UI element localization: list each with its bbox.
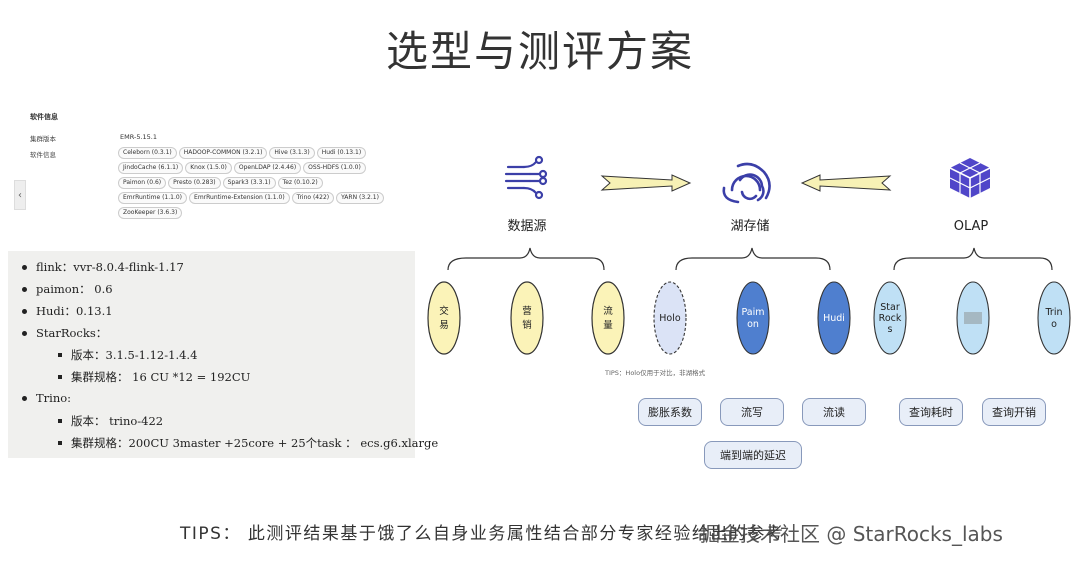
software-tag: Presto (0.283): [168, 177, 221, 189]
list-item: paimon： 0.6: [22, 281, 113, 297]
architecture-diagram: 数据源 湖存储 OLAP 交易 营销 流量: [427, 155, 1071, 355]
software-tag: EmrRuntime (1.1.0): [118, 192, 188, 204]
software-tag: YARN (3.2.1): [336, 192, 384, 204]
source-brace: [447, 247, 605, 271]
software-tag: OSS-HDFS (1.0.0): [303, 162, 366, 174]
list-item: 集群规格： 16 CU *12 = 192CU: [58, 369, 250, 385]
bullet-icon: [22, 264, 27, 270]
bullet-icon: [58, 353, 62, 357]
software-tag: Celeborn (0.3.1): [118, 147, 177, 159]
starrocks-heading: StarRocks：: [36, 326, 108, 340]
version-list-panel: flink：vvr-8.0.4-flink-1.17 paimon： 0.6 H…: [8, 251, 438, 458]
software-tag: Tez (0.10.2): [277, 177, 323, 189]
bullet-icon: [58, 441, 62, 445]
software-tag: HADOOP-COMMON (3.2.1): [178, 147, 268, 159]
lake-node-label: Hudi: [823, 313, 845, 324]
bullet-icon: [58, 375, 62, 379]
cluster-version-label: 集群版本: [30, 135, 56, 143]
bullet-icon: [22, 330, 27, 336]
source-node-traffic: 流量: [591, 281, 625, 355]
list-item: Hudi：0.13.1: [22, 303, 113, 319]
software-tag-list: Celeborn (0.3.1)HADOOP-COMMON (3.2.1)Hiv…: [118, 147, 386, 222]
metric-query-latency: 查询耗时: [899, 398, 963, 426]
source-node-label: 交易: [439, 305, 449, 331]
lake-node-label: Holo: [659, 313, 681, 324]
software-tag: Trino (422): [291, 192, 335, 204]
metric-end-to-end-latency: 端到端的延迟: [704, 441, 802, 469]
cluster-version-value: EMR-5.15.1: [120, 133, 157, 141]
software-label: 软件信息: [30, 151, 56, 159]
metric-expansion-ratio: 膨胀系数: [638, 398, 702, 426]
redacted-label-block: [964, 312, 982, 324]
watermark: 掘金技术社区 @ StarRocks_labs: [700, 522, 1003, 546]
software-info-heading: 软件信息: [30, 113, 58, 121]
source-node-label: 营销: [522, 305, 532, 331]
software-tag: JindoCache (6.1.1): [118, 162, 184, 174]
software-tag: Hudi (0.13.1): [316, 147, 367, 159]
page-title: 选型与测评方案: [385, 27, 694, 76]
bullet-icon: [22, 286, 27, 292]
source-node-label: 流量: [603, 305, 613, 331]
software-tag: Knox (1.5.0): [185, 162, 232, 174]
bottom-tips: TIPS： 此测评结果基于饿了么自身业务属性结合部分专家经验给出的参考: [180, 524, 785, 544]
list-item: flink：vvr-8.0.4-flink-1.17: [22, 259, 184, 275]
source-node-marketing: 营销: [510, 281, 544, 355]
starrocks-spec: 集群规格： 16 CU *12 = 192CU: [71, 370, 251, 384]
lake-brace: [675, 247, 831, 271]
metric-stream-write: 流写: [720, 398, 784, 426]
olap-brace: [893, 247, 1053, 271]
list-item: Trino:: [22, 391, 71, 405]
holo-tips: TIPS：Holo仅用于对比，非湖格式: [605, 369, 706, 377]
olap-node-redacted: [956, 281, 990, 355]
arrow-right-icon: [600, 174, 692, 192]
metric-query-cost: 查询开销: [982, 398, 1046, 426]
list-item: 集群规格：200CU 3master +25core + 25个task ： e…: [58, 435, 438, 451]
software-tag: Hive (3.1.3): [269, 147, 315, 159]
bullet-icon: [22, 395, 27, 401]
olap-header: OLAP: [954, 219, 989, 234]
hudi-version: Hudi：0.13.1: [36, 304, 113, 318]
software-tag: ZooKeeper (3.6.3): [118, 207, 183, 219]
metric-stream-read: 流读: [802, 398, 866, 426]
flink-version: flink：vvr-8.0.4-flink-1.17: [36, 260, 184, 274]
list-item: 版本：3.1.5-1.12-1.4.4: [58, 347, 197, 363]
olap-cube-icon: [949, 158, 991, 198]
paimon-version: paimon： 0.6: [36, 282, 113, 296]
software-tag: OpenLDAP (2.4.46): [233, 162, 302, 174]
lake-node-hudi: Hudi: [817, 281, 851, 355]
software-tag: Spark3 (3.3.1): [222, 177, 276, 189]
trino-spec: 集群规格：200CU 3master +25core + 25个task ： e…: [71, 436, 439, 450]
software-info-panel: 软件信息 集群版本 EMR-5.15.1 软件信息 Celeborn (0.3.…: [14, 100, 398, 232]
software-tag: EmrRuntime-Extension (1.1.0): [189, 192, 290, 204]
collapse-chevron-icon[interactable]: ‹: [14, 180, 26, 210]
bullet-icon: [58, 419, 62, 423]
lake-storage-icon: [722, 162, 771, 204]
trino-version: 版本： trino-422: [71, 414, 164, 428]
data-source-icon: [504, 155, 548, 200]
source-header: 数据源: [507, 219, 546, 234]
bullet-icon: [22, 308, 27, 314]
source-node-trade: 交易: [427, 281, 461, 355]
lake-header: 湖存储: [730, 219, 769, 234]
lake-node-holo: Holo: [653, 281, 687, 355]
list-item: 版本： trino-422: [58, 413, 163, 429]
software-tag: Paimon (0.6): [118, 177, 167, 189]
starrocks-version: 版本：3.1.5-1.12-1.4.4: [71, 348, 198, 362]
arrow-left-icon: [800, 174, 892, 192]
list-item: StarRocks：: [22, 325, 107, 341]
trino-heading: Trino:: [36, 391, 72, 405]
